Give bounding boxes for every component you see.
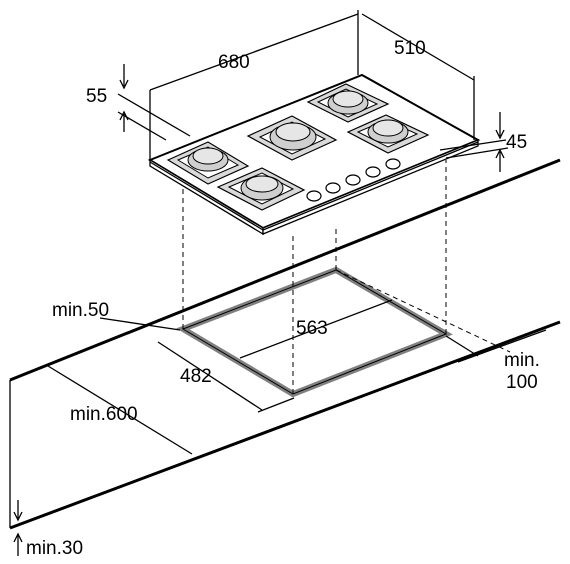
hob-glass-edge <box>262 141 479 231</box>
dimension-labels: 680 510 55 45 563 482 min.50 min.600 min… <box>26 38 540 559</box>
burner-front-left <box>166 141 250 185</box>
arrow-head <box>13 532 23 543</box>
extension-line <box>257 397 295 413</box>
knob <box>385 158 401 170</box>
label-cutout-depth: 482 <box>180 366 212 387</box>
hob-glass-edge <box>149 161 264 231</box>
burner-back-right <box>306 83 390 123</box>
dim-line-min-600 <box>47 365 193 455</box>
knob <box>325 182 341 194</box>
extension-line <box>99 317 181 331</box>
cutout <box>176 160 511 398</box>
dim-line-min-100 <box>457 329 547 363</box>
label-cutout-width: 563 <box>296 318 328 339</box>
dim-line-width <box>149 13 359 91</box>
arrow-head <box>119 110 129 121</box>
knob <box>365 166 381 178</box>
label-min-wall-1: min. <box>504 350 540 371</box>
extension-line <box>445 335 479 357</box>
dim-line-cutout-width <box>239 299 393 359</box>
dim-line-cutout-depth <box>157 341 263 411</box>
extension-line <box>117 111 167 141</box>
arrow-head <box>13 511 23 522</box>
arrow-head <box>495 129 505 140</box>
countertop-front-edge <box>9 320 561 530</box>
burner-front-center <box>216 167 306 211</box>
extension-line <box>117 93 191 137</box>
label-min-front: min.50 <box>52 300 109 321</box>
dim-line-depth <box>361 13 475 81</box>
knob <box>306 190 322 202</box>
label-min-depth: min.600 <box>70 404 138 425</box>
hob <box>147 73 481 236</box>
label-depth: 510 <box>394 38 426 59</box>
arrow-head <box>119 79 129 90</box>
countertop <box>9 158 561 530</box>
burner-center-wok <box>246 115 338 161</box>
label-width: 680 <box>218 52 250 73</box>
burner-right <box>346 114 430 154</box>
countertop-back-edge <box>9 158 561 382</box>
label-height: 45 <box>506 132 527 153</box>
extension-line <box>445 147 509 159</box>
label-glass-edge: 55 <box>86 86 107 107</box>
dimension-lines <box>13 10 547 556</box>
label-min-thickness: min.30 <box>26 538 83 559</box>
control-knobs <box>306 158 401 202</box>
extension-line <box>439 139 507 151</box>
arrow-head <box>495 148 505 159</box>
knob <box>345 174 361 186</box>
label-min-wall-2: 100 <box>506 372 538 393</box>
